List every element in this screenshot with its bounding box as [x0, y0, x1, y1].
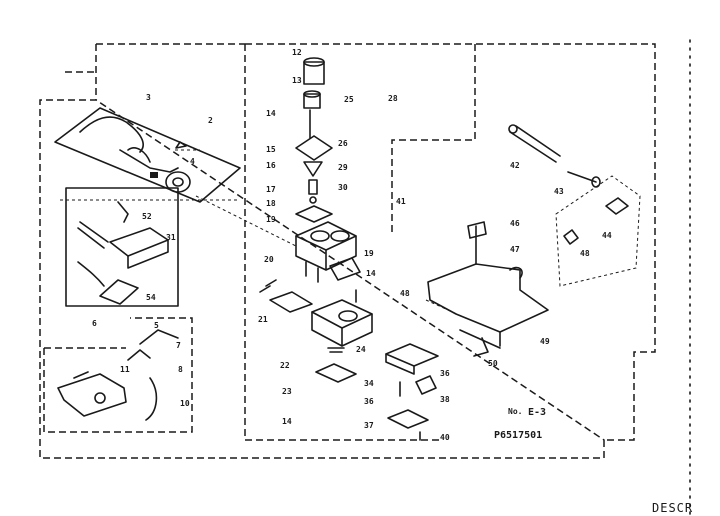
callout-label: 12	[292, 48, 302, 57]
callout-label: 24	[356, 345, 366, 354]
callout-label: 7	[176, 341, 181, 350]
callout-label: 13	[292, 76, 302, 85]
callout-label: 44	[602, 231, 612, 240]
callout-label: 2	[208, 116, 213, 125]
callout-label: 52	[142, 212, 152, 221]
callout-label: 41	[396, 197, 406, 206]
callout-label: 11	[120, 365, 130, 374]
callout-label: 25	[344, 95, 354, 104]
callout-label: 21	[258, 315, 268, 324]
callout-label: 36	[364, 397, 374, 406]
callout-label: 4	[190, 157, 195, 166]
callout-label: 19	[266, 215, 276, 224]
callout-label: 48	[400, 289, 410, 298]
part-number: P6517501	[494, 430, 542, 441]
callout-label: 3	[146, 93, 151, 102]
callout-label: 49	[540, 337, 550, 346]
pilot-group	[43, 317, 193, 433]
bracket-group	[385, 343, 439, 441]
callout-label: 48	[580, 249, 590, 258]
callout-label: 34	[364, 379, 374, 388]
valve-stack	[259, 57, 373, 383]
callout-label: 29	[338, 163, 348, 172]
connector-line	[425, 299, 471, 321]
mounting-bracket	[427, 124, 641, 357]
callout-label: 36	[440, 369, 450, 378]
callout-label: 38	[440, 395, 450, 404]
callout-label: 30	[338, 183, 348, 192]
callout-label: 19	[364, 249, 374, 258]
callout-label: 28	[388, 94, 398, 103]
connector-line	[195, 195, 297, 247]
callout-label: 31	[166, 233, 176, 242]
callout-label: 22	[280, 361, 290, 370]
callout-label: 5	[154, 321, 159, 330]
callout-label: 46	[510, 219, 520, 228]
callout-label: 47	[510, 245, 520, 254]
callout-label: 17	[266, 185, 276, 194]
callout-label: 15	[266, 145, 276, 154]
callout-label: 6	[92, 319, 97, 328]
callout-label: 14	[366, 269, 376, 278]
callout-label: 50	[488, 359, 498, 368]
callout-label: 42	[510, 161, 520, 170]
callout-label: 8	[178, 365, 183, 374]
callout-label: 14	[282, 417, 292, 426]
figure-prefix: No.	[508, 407, 522, 416]
callout-label: 20	[264, 255, 274, 264]
callout-label: 26	[338, 139, 348, 148]
figure-label: E-3	[528, 407, 546, 418]
assembly-outline	[39, 43, 656, 459]
footer-description-heading: DESCR	[652, 501, 693, 515]
callout-label: 16	[266, 161, 276, 170]
callout-label: 14	[266, 109, 276, 118]
callout-label: 43	[554, 187, 564, 196]
callout-label: 37	[364, 421, 374, 430]
callout-label: 23	[282, 387, 292, 396]
callout-labels: 3 2 4 52 31 54 6 5 7 8 11 10 12 13 25 14…	[92, 48, 612, 442]
thermocouple-group	[65, 187, 179, 307]
callout-label: 10	[180, 399, 190, 408]
callout-label: 40	[440, 433, 450, 442]
callout-label: 18	[266, 199, 276, 208]
callout-label: 54	[146, 293, 156, 302]
